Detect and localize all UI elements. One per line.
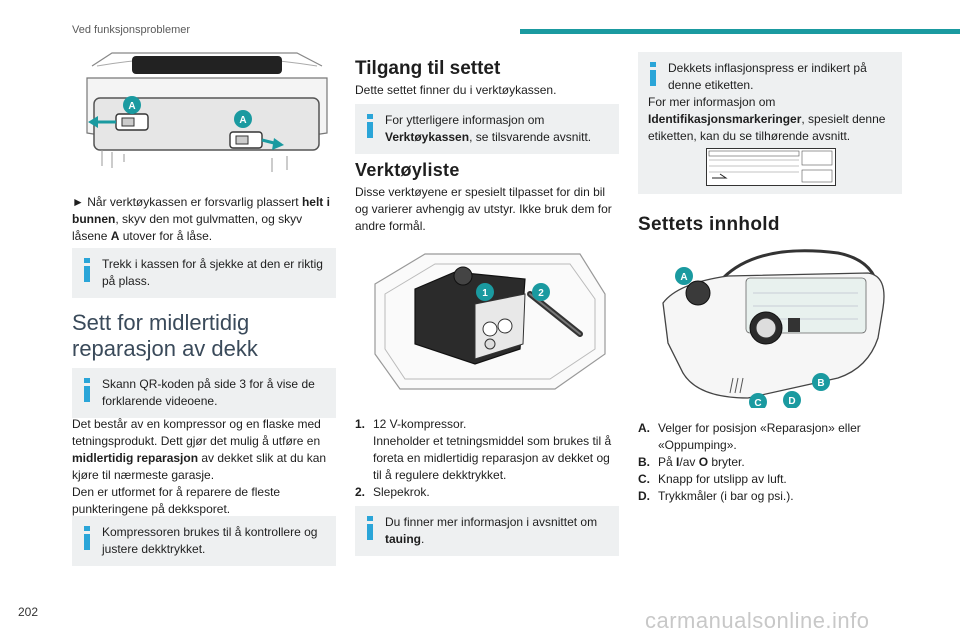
section-heading-repair-kit: Sett for midlertidig reparasjon av dekk (72, 310, 258, 361)
section-heading-tool-list: Verktøyliste (355, 160, 460, 180)
info-icon (367, 516, 373, 540)
figure-label-a: A (680, 272, 687, 283)
page-number: 202 (18, 605, 39, 619)
figure-label-c: C (754, 398, 761, 408)
kit-contents-list: A. Velger for posisjon «Reparasjon» elle… (638, 420, 902, 505)
list-item: 2. Slepekrok. (355, 485, 430, 499)
figure-label-2: 2 (538, 288, 544, 299)
info-note-qr-code: Skann QR-koden på side 3 for å vise de f… (72, 368, 336, 418)
list-item: B. På I/av O bryter. (638, 455, 745, 469)
tool-list-description: Disse verktøyene er spesielt tilpasset f… (355, 185, 612, 233)
access-description: Dette settet finner du i verktøykassen. (355, 83, 557, 97)
running-header: Ved funksjonsproblemer (72, 24, 191, 36)
info-note-check-box: Trekk i kassen for å sjekke at den er ri… (72, 248, 336, 298)
list-item: D. Trykkmåler (i bar og psi.). (638, 489, 794, 503)
info-icon (84, 526, 90, 550)
watermark: carmanualsonline.info (645, 608, 870, 633)
section-heading-access: Tilgang til settet (355, 58, 501, 79)
info-note-towing: Du finner mer informasjon i avsnittet om… (355, 506, 619, 556)
step-lock-toolbox: ► Når verktøykassen er forsvarlig plasse… (72, 195, 330, 243)
tool-kit-illustration: 1 2 (374, 253, 606, 390)
list-item: 1. 12 V-kompressor.Inneholder et tetning… (355, 417, 612, 482)
info-note-pressure-label: Dekkets inflasjonspress er indikert på d… (638, 52, 902, 194)
info-note-compressor: Kompressoren brukes til å kontrollere og… (72, 516, 336, 566)
step-arrow-icon: ► (72, 195, 84, 209)
info-icon (84, 258, 90, 282)
figure-label-a1: A (128, 101, 135, 112)
kit-description: Det består av en kompressor og en flaske… (72, 417, 327, 516)
figure-label-d: D (788, 396, 795, 407)
header-accent-bar (520, 29, 960, 34)
section-heading-kit-contents: Settets innhold (638, 214, 780, 235)
compressor-illustration: A B C D (662, 249, 885, 408)
figure-label-1: 1 (482, 288, 488, 299)
list-item: C. Knapp for utslipp av luft. (638, 472, 787, 486)
list-item: A. Velger for posisjon «Reparasjon» elle… (638, 421, 861, 452)
info-icon (84, 378, 90, 402)
info-note-toolbox: For ytterligere informasjon om Verktøyka… (355, 104, 619, 154)
figure-label-b: B (817, 378, 824, 389)
tyre-pressure-label-image (706, 148, 836, 186)
info-icon (367, 114, 373, 138)
info-icon (650, 62, 656, 86)
tool-list: 1. 12 V-kompressor.Inneholder et tetning… (355, 416, 619, 501)
figure-label-a2: A (239, 115, 246, 126)
toolbox-lock-illustration: A A (86, 52, 328, 172)
